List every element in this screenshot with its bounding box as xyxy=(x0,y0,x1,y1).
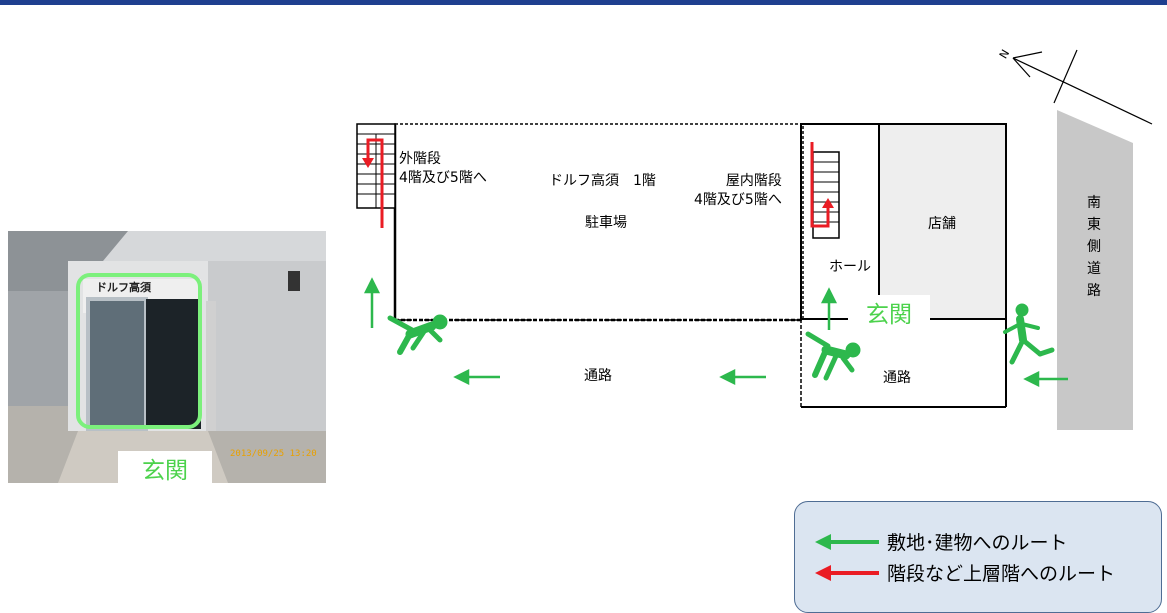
green-arrow-icon xyxy=(1023,370,1040,388)
photo-timestamp: 2013/09/25 13:20 xyxy=(230,449,317,459)
falling-person-icon xyxy=(387,314,448,355)
building-name-label: ドルフ高須 1階 xyxy=(549,173,656,189)
outer-stairs-red-route xyxy=(366,138,384,228)
legend-red-route: 階段など上層階へのルート xyxy=(887,563,1116,585)
north-mark-label: N xyxy=(997,47,1012,61)
road-char: 路 xyxy=(1087,283,1101,299)
road-char: 側 xyxy=(1087,239,1101,255)
entrance-highlight-frame xyxy=(76,273,202,429)
shop-label: 店舗 xyxy=(928,216,956,232)
north-arrow-icon xyxy=(1012,49,1153,125)
road-char: 南 xyxy=(1087,195,1101,211)
inner-stairs-icon xyxy=(812,151,840,239)
outer-stairs-label: 外階段 4階及び5階へ xyxy=(399,151,487,186)
legend-green-route: 敷地･建物へのルート xyxy=(887,532,1068,554)
southeast-road-label: 南 東 側 道 路 xyxy=(1084,192,1104,302)
top-banner-bar xyxy=(0,0,1167,5)
red-arrow-icon xyxy=(815,565,879,581)
green-arrow-icon xyxy=(719,368,736,386)
parking-label: 駐車場 xyxy=(585,215,627,231)
road-char: 道 xyxy=(1087,261,1101,277)
road-char: 東 xyxy=(1087,217,1101,233)
inner-stairs-red-route xyxy=(810,142,830,228)
photo-entrance-label: 玄関 xyxy=(118,451,212,491)
passage-left-label: 通路 xyxy=(584,368,612,384)
photo-sign-text: ドルフ高須 xyxy=(96,280,152,294)
legend-box: 敷地･建物へのルート 階段など上層階へのルート xyxy=(794,501,1162,613)
green-arrow-icon xyxy=(363,277,381,294)
green-route-arrows xyxy=(363,277,1068,388)
running-person-icon xyxy=(1003,303,1055,365)
passage-right-label: 通路 xyxy=(883,370,911,386)
hall-label: ホール xyxy=(829,259,871,275)
inner-stairs-label: 屋内階段 4階及び5階へ xyxy=(694,173,782,208)
entrance-label: 玄関 xyxy=(848,295,930,335)
falling-person-icon xyxy=(805,331,861,381)
floor-plan: N xyxy=(356,47,1153,430)
green-arrow-icon xyxy=(815,534,879,550)
southeast-road xyxy=(1057,110,1133,430)
green-arrow-icon xyxy=(453,368,470,386)
entrance-photo: ドルフ高須 2013/09/25 13:20 xyxy=(8,231,326,483)
outer-stairs-icon xyxy=(356,123,396,209)
green-arrow-icon xyxy=(820,287,838,304)
shop-room xyxy=(878,123,1007,320)
